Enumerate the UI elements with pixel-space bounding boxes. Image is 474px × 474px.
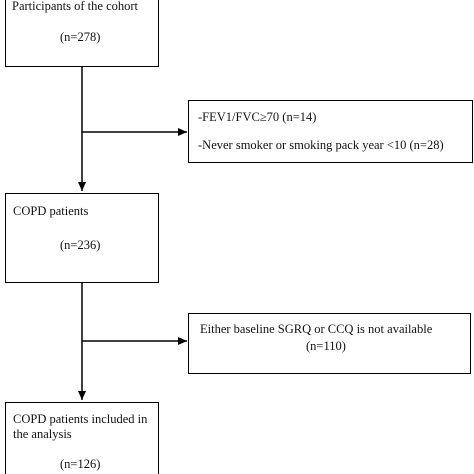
exclusion-box-1 (188, 100, 473, 163)
cohort-count: (n=278) (60, 30, 101, 44)
included-count: (n=126) (60, 457, 101, 471)
cohort-title: Participants of the cohort (12, 0, 139, 13)
included-title-line1: COPD patients included in (13, 412, 148, 426)
exclusion-1-smoking: -Never smoker or smoking pack year <10 (… (198, 138, 444, 152)
exclusion-2-text: Either baseline SGRQ or CCQ is not avail… (200, 322, 433, 336)
exclusion-2-count: (n=110) (306, 339, 346, 353)
exclusion-1-fev: -FEV1/FVC≥70 (n=14) (198, 110, 317, 124)
copd-patients-box (5, 193, 159, 283)
copd-patients-count: (n=236) (60, 238, 101, 252)
cohort-box (5, 0, 159, 67)
included-patients-box (5, 402, 159, 474)
copd-patients-title: COPD patients (13, 204, 89, 218)
included-title-line2: the analysis (13, 427, 72, 441)
exclusion-box-2 (188, 313, 471, 374)
